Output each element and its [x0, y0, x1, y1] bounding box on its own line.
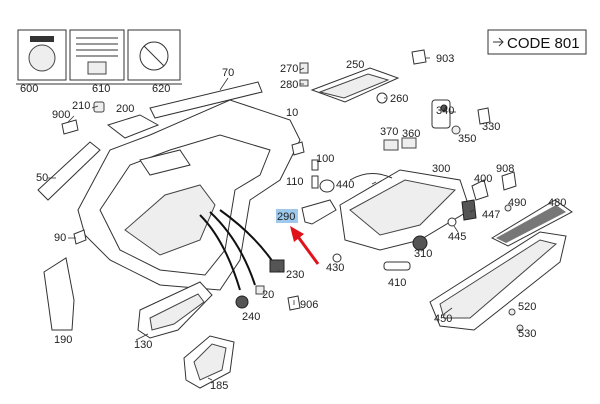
callout-90: 90 [54, 232, 66, 244]
cover-185-inner [193, 343, 227, 381]
callout-20: 20 [262, 289, 274, 301]
callout-200: 200 [116, 103, 134, 115]
clip-280 [299, 79, 309, 87]
duct-290 [301, 199, 337, 225]
callout-260: 260 [390, 93, 408, 105]
callout-340: 340 [436, 105, 454, 117]
switch-230 [269, 259, 285, 273]
motion-arrow [349, 173, 393, 181]
dashboard-center-opening [124, 184, 216, 256]
label-610-text-lines [76, 37, 118, 75]
callout-240: 240 [242, 311, 260, 323]
code-label: CODE 801 [507, 35, 580, 52]
trim-strip-70 [149, 81, 263, 119]
callout-280: 280 [280, 79, 298, 91]
side-cover-190 [43, 257, 75, 331]
callout-490: 490 [508, 197, 526, 209]
callout-903: 903 [436, 53, 454, 65]
label-620-strike [143, 45, 165, 67]
callout-110: 110 [286, 176, 304, 188]
callout-130: 130 [134, 339, 152, 351]
clip-903 [411, 49, 427, 65]
bracket-90 [73, 229, 87, 245]
code-box [487, 29, 587, 55]
clip-908 [501, 171, 517, 191]
connector-370 [383, 139, 399, 151]
glovebox-450-inner [439, 239, 558, 319]
callout-620: 620 [152, 83, 170, 95]
callout-410: 410 [388, 277, 406, 289]
callout-430: 430 [326, 262, 344, 274]
callout-440: 440 [336, 179, 354, 191]
part-240 [235, 295, 249, 309]
hvac-module-300-top [349, 179, 457, 236]
callout-330: 330 [482, 121, 500, 133]
bracket-10 [291, 141, 305, 156]
wiring-harness [199, 209, 276, 291]
callout-300: 300 [432, 163, 450, 175]
cover-200 [106, 114, 160, 139]
actuator-447 [461, 199, 477, 221]
callout-250: 250 [346, 59, 364, 71]
callout-70: 70 [222, 67, 234, 79]
callout-908: 908 [496, 163, 514, 175]
callout-450: 450 [434, 313, 452, 325]
label-600-header [30, 36, 54, 42]
part-330 [477, 107, 491, 125]
part-400 [471, 179, 489, 201]
callout-900: 900 [52, 109, 70, 121]
callout-210: 210 [72, 100, 90, 112]
part-520 [508, 308, 516, 316]
screw-110 [311, 175, 319, 189]
panel-130-inner [149, 293, 205, 331]
code-arrow-icon [493, 37, 504, 47]
callout-447: 447 [482, 209, 500, 221]
red-pointer-arrow [290, 226, 320, 265]
callout-600: 600 [20, 83, 38, 95]
callout-270: 270 [280, 63, 298, 75]
part-20 [255, 285, 265, 295]
vent-opening [139, 149, 191, 176]
callout-190: 190 [54, 334, 72, 346]
callout-530: 530 [518, 328, 536, 340]
callout-230: 230 [286, 269, 304, 281]
callout-610: 610 [92, 83, 110, 95]
clip-900 [61, 119, 79, 135]
callout-310: 310 [414, 248, 432, 260]
part-350 [451, 125, 461, 135]
callout-50: 50 [36, 172, 48, 184]
callout-290-highlight [276, 209, 298, 223]
leader-lines [48, 57, 475, 381]
callout-labels: 600 610 620 70 210 200 900 50 90 190 10 … [20, 53, 566, 392]
trim-480-texture [496, 205, 566, 243]
part-490 [504, 204, 512, 212]
callout-480: 480 [548, 197, 566, 209]
airbag-module-250-face [318, 73, 390, 99]
grommet-260 [376, 92, 388, 104]
screw-100 [311, 159, 319, 171]
connector-410 [383, 261, 411, 271]
callout-520: 520 [518, 301, 536, 313]
callout-185: 185 [210, 380, 228, 392]
callout-445: 445 [448, 231, 466, 243]
callout-10: 10 [286, 107, 298, 119]
callout-906: 906 [300, 299, 318, 311]
connector-360 [401, 137, 417, 149]
callout-360: 360 [402, 128, 420, 140]
part-445 [447, 217, 457, 227]
ring-440 [319, 179, 335, 193]
callout-350: 350 [458, 133, 476, 145]
callout-100: 100 [316, 153, 334, 165]
callout-400: 400 [474, 173, 492, 185]
part-530 [516, 324, 524, 332]
side-trim-50 [37, 141, 101, 201]
callout-370: 370 [380, 126, 398, 138]
part-430 [332, 253, 342, 263]
airbag-warning-symbol [28, 44, 56, 72]
callout-290: 290 [277, 211, 295, 223]
